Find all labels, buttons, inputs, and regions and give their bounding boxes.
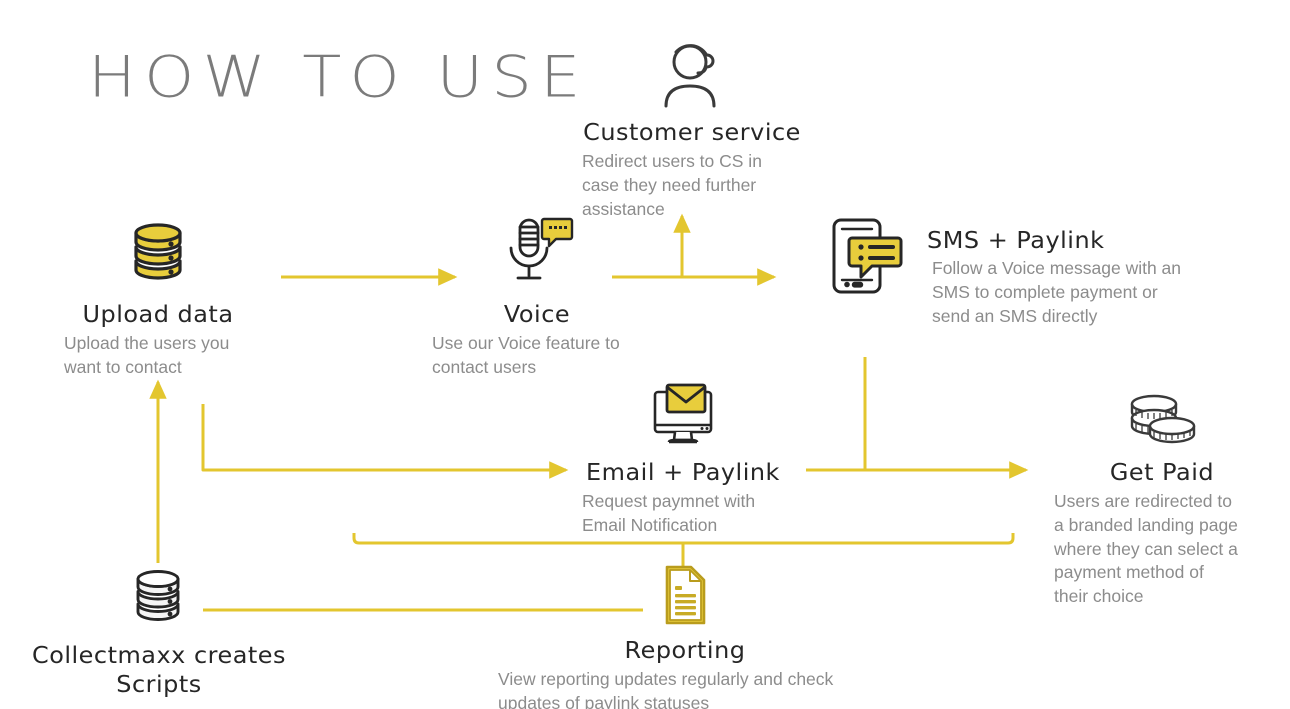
node-description: Upload the users you want to contact <box>28 332 288 380</box>
node-title: Upload data <box>82 302 234 328</box>
title-line: Scripts <box>116 672 202 699</box>
node-description: Use our Voice feature to contact users <box>404 332 670 380</box>
node-reporting: Reporting View reporting updates regular… <box>470 564 900 709</box>
connector-collectmaxx-to-email <box>201 404 569 479</box>
node-description: Follow a Voice message with an SMS to co… <box>932 257 1181 328</box>
microphone-icon <box>404 214 670 292</box>
monitor-envelope-icon <box>552 382 814 452</box>
node-title: Voice <box>503 302 571 328</box>
database-outline-icon <box>30 566 288 634</box>
node-title: Reporting <box>624 638 746 664</box>
node-upload-data: Upload data Upload the users you want to… <box>28 218 288 380</box>
desc-line: SMS to complete payment or <box>932 281 1158 302</box>
node-title: Email + Paylink <box>586 460 780 486</box>
node-voice: Voice Use our Voice feature to contact u… <box>404 214 670 380</box>
desc-line: payment method of <box>1054 562 1204 583</box>
title-line: Collectmaxx creates <box>31 643 287 669</box>
node-description: Users are redirected to a branded landin… <box>1046 490 1278 609</box>
desc-line: case they need further <box>582 174 757 195</box>
node-get-paid: Get Paid Users are redirected to a brand… <box>1046 388 1278 609</box>
desc-line: Upload the users you <box>64 333 230 353</box>
node-title: Customer service <box>583 120 801 146</box>
headset-agent-icon <box>572 40 812 114</box>
desc-line: assistance <box>582 198 665 219</box>
document-report-icon <box>470 564 900 630</box>
desc-line: Email Notification <box>582 514 718 535</box>
coins-icon <box>1046 388 1278 452</box>
node-email-paylink: Email + Paylink Request paymnet with Ema… <box>552 382 814 538</box>
desc-line: Use our Voice feature to <box>432 333 620 353</box>
node-title: Collectmaxx creates Scripts <box>25 642 293 701</box>
node-description: Request paymnet with Email Notification <box>552 490 814 538</box>
desc-line: send an SMS directly <box>932 305 1098 326</box>
node-customer-service: Customer service Redirect users to CS in… <box>572 40 812 221</box>
node-collectmaxx-creates-scripts: Collectmaxx creates Scripts <box>30 566 288 701</box>
node-description: Redirect users to CS in case they need f… <box>572 150 812 221</box>
desc-line: a branded landing page <box>1054 514 1238 535</box>
page-title: HOW TO USE <box>88 44 589 111</box>
desc-line: Follow a Voice message with an <box>932 258 1182 278</box>
desc-line: Request paymnet with <box>582 491 756 511</box>
database-icon <box>28 218 288 294</box>
desc-line: Users are redirected to <box>1054 491 1232 511</box>
desc-line: where they can select a <box>1054 538 1238 559</box>
desc-line: Redirect users to CS in <box>582 151 762 171</box>
desc-line: their choice <box>1054 586 1144 607</box>
node-sms-paylink: SMS + Paylink Follow a Voice message wit… <box>828 216 1228 328</box>
node-description: View reporting updates regularly and che… <box>470 668 900 709</box>
phone-message-icon <box>828 216 910 300</box>
node-title: Get Paid <box>1109 460 1215 486</box>
desc-line: contact users <box>432 356 537 377</box>
node-title: SMS + Paylink <box>927 228 1105 254</box>
desc-line: updates of paylink statuses <box>498 692 710 709</box>
desc-line: View reporting updates regularly and che… <box>498 669 834 689</box>
desc-line: want to contact <box>64 356 182 377</box>
